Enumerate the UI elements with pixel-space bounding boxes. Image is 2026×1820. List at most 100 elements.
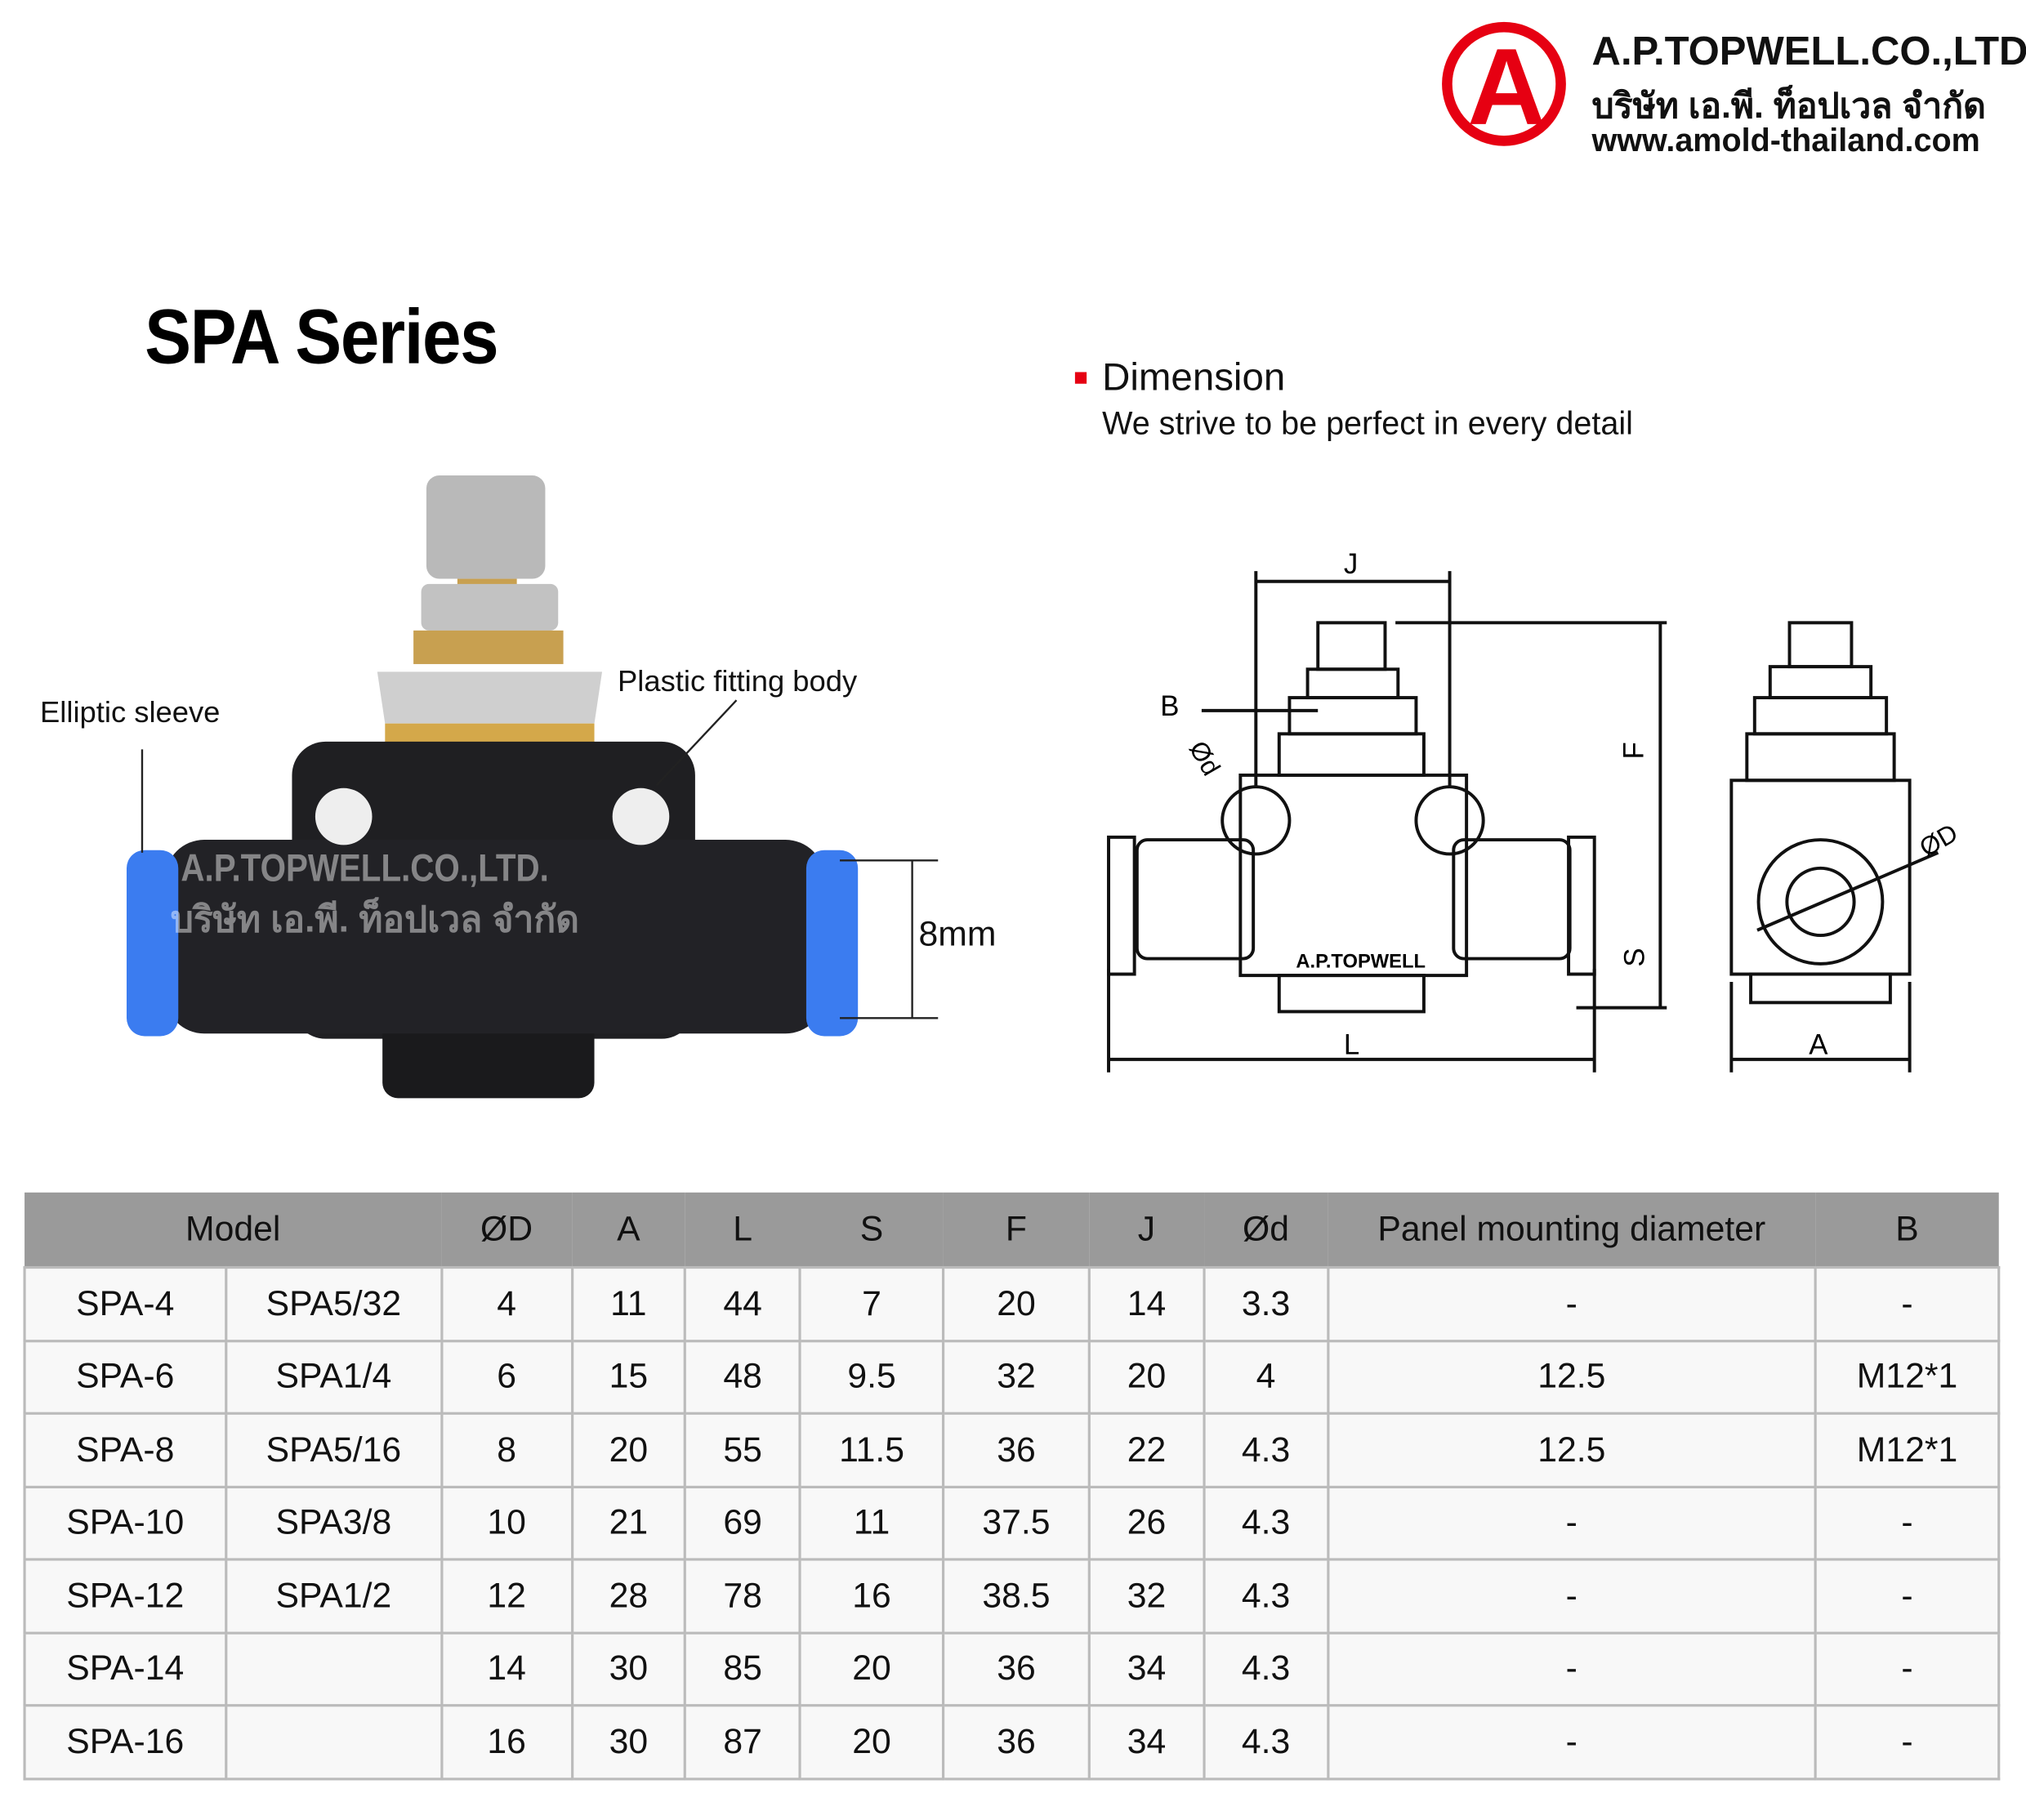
header-d: Ød [1203, 1192, 1328, 1268]
cell-j: 34 [1087, 1630, 1206, 1707]
cell-panel-diameter: 12.5 [1326, 1412, 1817, 1488]
header-l: L [685, 1192, 801, 1268]
cell-b: - [1814, 1630, 2001, 1707]
logo-letter: A [1467, 25, 1546, 148]
header-b: B [1815, 1192, 1999, 1268]
cell-model-inch: SPA5/16 [224, 1412, 443, 1488]
cell-s: 20 [798, 1704, 945, 1780]
cell-f: 36 [942, 1412, 1091, 1488]
cell-model-metric: SPA-14 [23, 1630, 228, 1707]
cell-j: 14 [1087, 1265, 1206, 1342]
cell-b: - [1814, 1485, 2001, 1561]
bullet-icon [1074, 372, 1087, 384]
cell-b: - [1814, 1704, 2001, 1780]
cell-f: 38.5 [942, 1558, 1091, 1634]
label-j: J [1343, 547, 1359, 581]
cell-l: 55 [684, 1412, 801, 1488]
company-name-en: A.P.TOPWELL.CO.,LTD. [1591, 28, 2026, 74]
cell-j: 34 [1087, 1704, 1206, 1780]
cell-a: 30 [570, 1704, 687, 1780]
cell-s: 11 [798, 1485, 945, 1561]
cell-s: 7 [798, 1265, 945, 1342]
cell-s: 11.5 [798, 1412, 945, 1488]
cell-model-inch: SPA1/2 [224, 1558, 443, 1634]
cell-model-inch: SPA1/4 [224, 1339, 443, 1415]
cell-d: 3.3 [1203, 1265, 1329, 1342]
cell-l: 85 [684, 1630, 801, 1707]
cell-model-metric: SPA-16 [23, 1704, 228, 1780]
cell-l: 48 [684, 1339, 801, 1415]
dimension-drawing [1107, 571, 1939, 1073]
cell-a: 20 [570, 1412, 687, 1488]
cell-s: 9.5 [798, 1339, 945, 1415]
cell-panel-diameter: - [1326, 1485, 1817, 1561]
cell-f: 32 [942, 1339, 1091, 1415]
cell-j: 20 [1087, 1339, 1206, 1415]
label-b: B [1160, 689, 1180, 723]
cell-model-metric: SPA-8 [23, 1412, 228, 1488]
cell-a: 30 [570, 1630, 687, 1707]
cell-a: 28 [570, 1558, 687, 1634]
cell-model-inch [224, 1630, 443, 1707]
table-header: Model ØD A L S F J Ød Panel mounting dia… [25, 1192, 1999, 1268]
label-s: S [1618, 948, 1651, 967]
callout-elliptic-sleeve: Elliptic sleeve [40, 694, 221, 729]
header-j: J [1089, 1192, 1204, 1268]
cell-j: 32 [1087, 1558, 1206, 1634]
cell-model-metric: SPA-4 [23, 1265, 228, 1342]
header-f: F [943, 1192, 1090, 1268]
cell-d: 4 [1203, 1339, 1329, 1415]
cell-d: 4.3 [1203, 1558, 1329, 1634]
header-model: Model [25, 1192, 442, 1268]
cell-model-metric: SPA-12 [23, 1558, 228, 1634]
label-l: L [1343, 1028, 1360, 1061]
cell-model-inch: SPA3/8 [224, 1485, 443, 1561]
watermark-th: บริษัท เอ.พี. ท็อปเวล จำกัด [170, 899, 579, 939]
cell-a: 21 [570, 1485, 687, 1561]
cell-panel-diameter: - [1326, 1265, 1817, 1342]
cell-f: 20 [942, 1265, 1091, 1342]
cell-model-inch [224, 1704, 443, 1780]
cell-panel-diameter: - [1326, 1630, 1817, 1707]
spec-table: Model ØD A L S F J Ød Panel mounting dia… [23, 1192, 2001, 1780]
cell-b: - [1814, 1558, 2001, 1634]
header-s: S [800, 1192, 944, 1268]
product-photo [126, 475, 939, 1099]
drawing-brand: A.P.TOPWELL [1296, 951, 1426, 973]
cell-model-metric: SPA-6 [23, 1339, 228, 1415]
cell-d: 4.3 [1203, 1412, 1329, 1488]
cell-s: 16 [798, 1558, 945, 1634]
cell-l: 87 [684, 1704, 801, 1780]
cell-l: 44 [684, 1265, 801, 1342]
cell-f: 36 [942, 1630, 1091, 1707]
cell-od: 16 [440, 1704, 573, 1780]
watermark-en: A.P.TOPWELL.CO.,LTD. [181, 847, 549, 890]
cell-b: - [1814, 1265, 2001, 1342]
cell-model-inch: SPA5/32 [224, 1265, 443, 1342]
cell-j: 26 [1087, 1485, 1206, 1561]
cell-j: 22 [1087, 1412, 1206, 1488]
cell-a: 11 [570, 1265, 687, 1342]
cell-s: 20 [798, 1630, 945, 1707]
callout-plastic-body: Plastic fitting body [618, 663, 858, 698]
size-label: 8mm [918, 914, 997, 954]
cell-f: 37.5 [942, 1485, 1091, 1561]
cell-l: 69 [684, 1485, 801, 1561]
cell-a: 15 [570, 1339, 687, 1415]
cell-model-metric: SPA-10 [23, 1485, 228, 1561]
header-od: ØD [441, 1192, 572, 1268]
cell-od: 12 [440, 1558, 573, 1634]
cell-od: 6 [440, 1339, 573, 1415]
cell-od: 14 [440, 1630, 573, 1707]
dimension-heading: Dimension [1102, 356, 1286, 399]
cell-od: 8 [440, 1412, 573, 1488]
company-name-th: บริษัท เอ.พี. ท็อปเวล จำกัด [1591, 86, 1986, 126]
cell-b: M12*1 [1814, 1412, 2001, 1488]
cell-od: 10 [440, 1485, 573, 1561]
